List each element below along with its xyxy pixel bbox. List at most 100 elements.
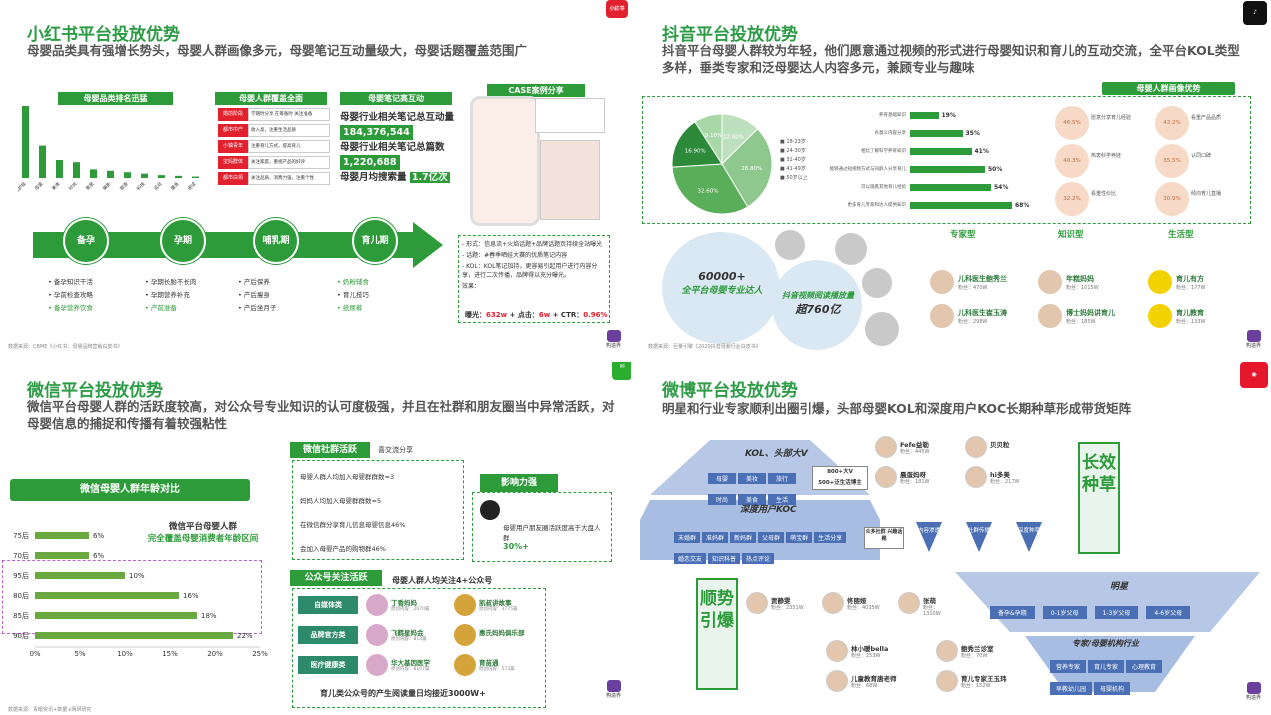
- koc-tags: 末婚群准妈群新妈群父母群萌宝群生活分享婚恋交友知识科普热点评论: [674, 525, 859, 567]
- account-name: 凯叔讲故事: [479, 599, 512, 607]
- kol-tag: 美妆: [738, 473, 766, 484]
- kol-fans: 粉丝：1015W: [1066, 285, 1099, 291]
- audience-row: 宝妈群体关注家庭，重视产品的好评: [218, 156, 330, 169]
- stat1-value: 184,376,544: [340, 125, 413, 140]
- koc-tag: 生活分享: [814, 532, 847, 543]
- koc-tag: 萌宝群: [786, 532, 813, 543]
- screenshot-grid: [540, 140, 600, 220]
- portrait-circle: 30.9%: [1155, 182, 1189, 216]
- kol-name: 博士妈妈讲育儿: [1066, 309, 1115, 317]
- person-fans: 粉丝：70W: [961, 653, 988, 659]
- portrait-item: 35.5%认同口碑: [1155, 144, 1250, 178]
- account-count: 原创内容：8107篇: [391, 667, 430, 672]
- reason-value: 68%: [1015, 201, 1030, 209]
- wechat-logo: ✉: [612, 362, 631, 380]
- account-logo: [454, 654, 476, 676]
- portrait-header: 母婴人群画像优势: [1102, 82, 1235, 95]
- tri-items: 内容渗透社群传播深度种草: [916, 517, 1076, 552]
- deco-bubble: [862, 268, 892, 298]
- result-label: 曝光：: [465, 311, 486, 319]
- influence-box: [472, 492, 612, 562]
- age-value: 6%: [93, 532, 104, 540]
- person-fans: 粉丝：253W: [851, 653, 881, 659]
- x-tick: 10%: [117, 650, 133, 658]
- result-click: 6w: [538, 311, 551, 319]
- stage-circle: 备孕: [63, 218, 109, 264]
- official-header: 公众号关注活跃: [290, 570, 382, 586]
- pie-slice: [671, 121, 723, 168]
- portrait-text: 认同口碑: [1191, 153, 1212, 159]
- camera-icon: [480, 500, 500, 520]
- age-value: 6%: [93, 552, 104, 560]
- expert-tags: 营养专家育儿专家心理教育早教幼儿园母婴机构: [1050, 654, 1195, 698]
- views-bubble: [772, 260, 862, 350]
- person-avatar: [898, 592, 920, 614]
- audience-desc: 关注品质，消费力强，注重个性: [248, 172, 330, 185]
- page-title: 微信平台投放优势: [27, 381, 163, 401]
- account-name: 丁香妈妈: [391, 599, 417, 607]
- official-accounts: 自媒体类丁香妈妈原创内容：2670篇凯叔讲故事原创内容：3775篇品牌官方类飞鹤…: [298, 594, 544, 684]
- kol-avatar: [1148, 270, 1172, 294]
- official-box: [292, 588, 546, 708]
- rank-bar: [39, 145, 46, 178]
- portrait-item: 43.2%看重产品品质: [1155, 106, 1250, 140]
- kol-count-label: 全平台母婴专业达人: [681, 286, 763, 296]
- rank-bar-label: 阅读: [186, 180, 198, 192]
- expert-tag: 育儿专家: [1088, 660, 1125, 673]
- age-label: 80后: [13, 591, 29, 600]
- reason-bar: [910, 201, 1012, 209]
- person-fans: 粉丝：445W: [900, 449, 930, 455]
- douyin-logo: ♪: [1243, 1, 1267, 25]
- person-avatar: [822, 592, 844, 614]
- age-label: 95后: [13, 571, 29, 580]
- age-value: 22%: [237, 632, 253, 640]
- expert-tag: 母婴机构: [1094, 682, 1131, 695]
- koc-tag: 婚恋交友: [674, 553, 707, 564]
- rank-bar: [90, 169, 97, 178]
- age-value: 18%: [201, 612, 217, 620]
- reason-label: 养育基础知识: [879, 113, 906, 118]
- views: 抖音视频阅读播放量 超760亿: [778, 290, 858, 317]
- koc-label: 深度用户KOC: [740, 505, 797, 515]
- reason-label: 可以观看其他育儿经验: [861, 185, 906, 190]
- audience-row: 都市白领关注品质，消费力强，注重个性: [218, 172, 330, 185]
- stat3-label: 母婴月均搜索量: [340, 172, 407, 183]
- pie-label: 9.10%: [705, 133, 722, 139]
- koc-tag: 末婚群: [674, 532, 701, 543]
- case-line: 效果：: [462, 283, 481, 290]
- account-name: 惠氏妈妈俱乐部: [479, 629, 525, 637]
- stat-mom-groups: 妈妈人均加入母婴群群数≈5: [300, 497, 382, 505]
- reason-label: 能够通过短视频方式与同龄人分享育儿: [829, 167, 907, 172]
- kol-count: 60000+ 全平台母婴专业达人: [670, 270, 774, 296]
- person-name: Fefe益勒: [900, 441, 929, 449]
- rank-bar-label: 美食: [50, 180, 62, 192]
- pie-label: 16.90%: [685, 148, 706, 154]
- audience-desc: 注重育儿方式，提高育儿: [248, 140, 330, 153]
- reason-label: 更多育儿专家和达人提供知识: [847, 203, 907, 208]
- account-category: 医疗健康类: [298, 656, 358, 674]
- koc-tag: 准妈群: [702, 532, 729, 543]
- portrait-text: 愿意分享育儿经验: [1091, 115, 1132, 121]
- age-label: 85后: [13, 611, 29, 620]
- account-category: 品牌官方类: [298, 626, 358, 644]
- stage-circle: 育儿期: [352, 218, 398, 264]
- stage-circle: 孕期: [160, 218, 206, 264]
- kol-avatar: [1148, 304, 1172, 328]
- person-name: 鲍秀兰诊室: [961, 645, 994, 653]
- brand-logo: 构造界: [606, 680, 621, 699]
- portrait-text: 看重产品品质: [1191, 115, 1222, 121]
- rank-bar: [73, 162, 80, 178]
- age-label: 90后: [13, 631, 29, 640]
- portrait-item: 40.3%热衷科学养娃: [1055, 144, 1150, 178]
- pie-label: 28.80%: [741, 166, 762, 172]
- official-footer: 育儿类公众号的产生阅读量日均接近3000W+: [320, 689, 486, 698]
- portrait-circle: 43.2%: [1155, 106, 1189, 140]
- kol-name: 儿科医生鲍秀兰: [958, 275, 1007, 283]
- audience-table: 婚前阶段学期时分享 在筹备时 关注准备都市中产收入高，注重生活品质小镇青年注重育…: [218, 108, 330, 188]
- stage-item: • 孕期营养补充: [145, 291, 190, 299]
- account-count: 原创内容：573篇: [479, 667, 515, 672]
- account-name: 华大基因医学: [391, 659, 430, 667]
